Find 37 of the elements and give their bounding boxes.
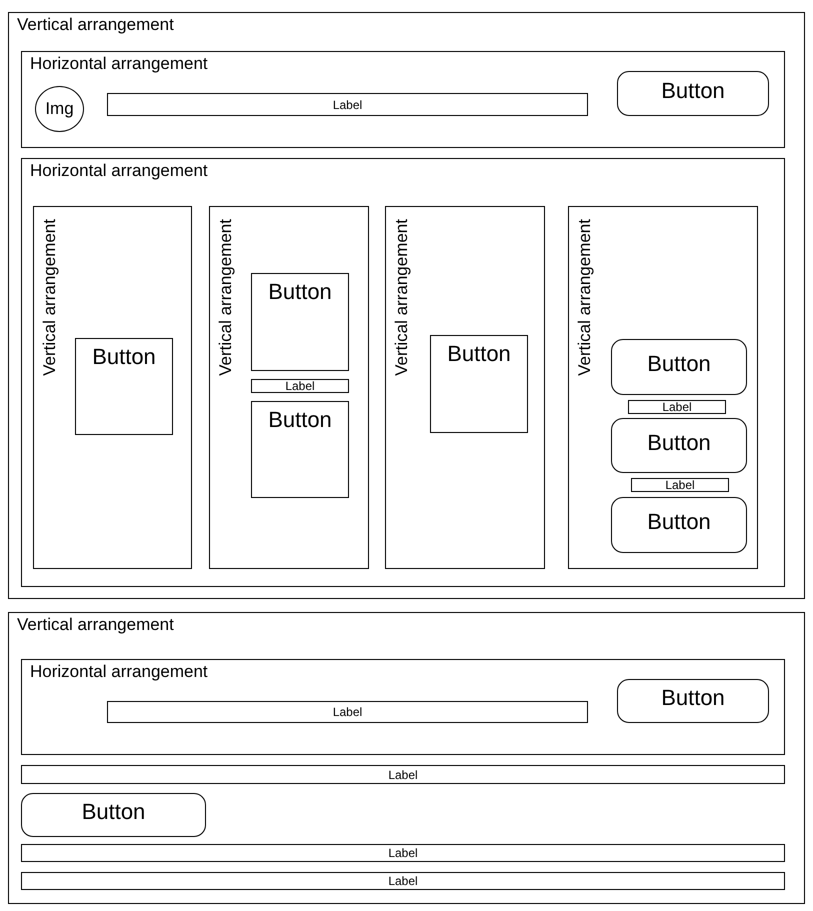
label-box: Label	[21, 765, 785, 784]
arrangement-box	[8, 612, 805, 904]
arrangement-title: Vertical arrangement	[17, 15, 174, 35]
label-box: Label	[107, 701, 588, 723]
label-box: Label	[631, 478, 729, 492]
label-box: Label	[628, 400, 726, 414]
label-box: Label	[21, 844, 785, 862]
label-box: Label	[107, 93, 588, 116]
button-box: Button	[251, 273, 349, 371]
label-box: Label	[251, 379, 349, 393]
image-circle: Img	[35, 86, 84, 132]
arrangement-title: Vertical arrangement	[216, 219, 236, 376]
arrangement-box	[568, 206, 758, 569]
arrangement-title: Vertical arrangement	[17, 615, 174, 635]
arrangement-title: Horizontal arrangement	[30, 54, 208, 74]
arrangement-box	[33, 206, 192, 569]
arrangement-title: Vertical arrangement	[575, 219, 595, 376]
rounded-button: Button	[611, 339, 747, 395]
arrangement-title: Vertical arrangement	[40, 219, 60, 376]
arrangement-box	[385, 206, 545, 569]
arrangement-box	[8, 12, 805, 599]
arrangement-box	[21, 158, 785, 587]
rounded-button: Button	[611, 497, 747, 553]
rounded-button: Button	[617, 679, 769, 723]
button-box: Button	[75, 338, 173, 435]
arrangement-box	[209, 206, 369, 569]
arrangement-box	[21, 51, 785, 148]
rounded-button: Button	[21, 793, 206, 837]
arrangement-title: Vertical arrangement	[392, 219, 412, 376]
arrangement-title: Horizontal arrangement	[30, 161, 208, 181]
rounded-button: Button	[617, 71, 769, 116]
rounded-button: Button	[611, 418, 747, 473]
button-box: Button	[430, 335, 528, 433]
arrangement-box	[21, 659, 785, 755]
label-box: Label	[21, 872, 785, 890]
button-box: Button	[251, 401, 349, 498]
arrangement-title: Horizontal arrangement	[30, 662, 208, 682]
